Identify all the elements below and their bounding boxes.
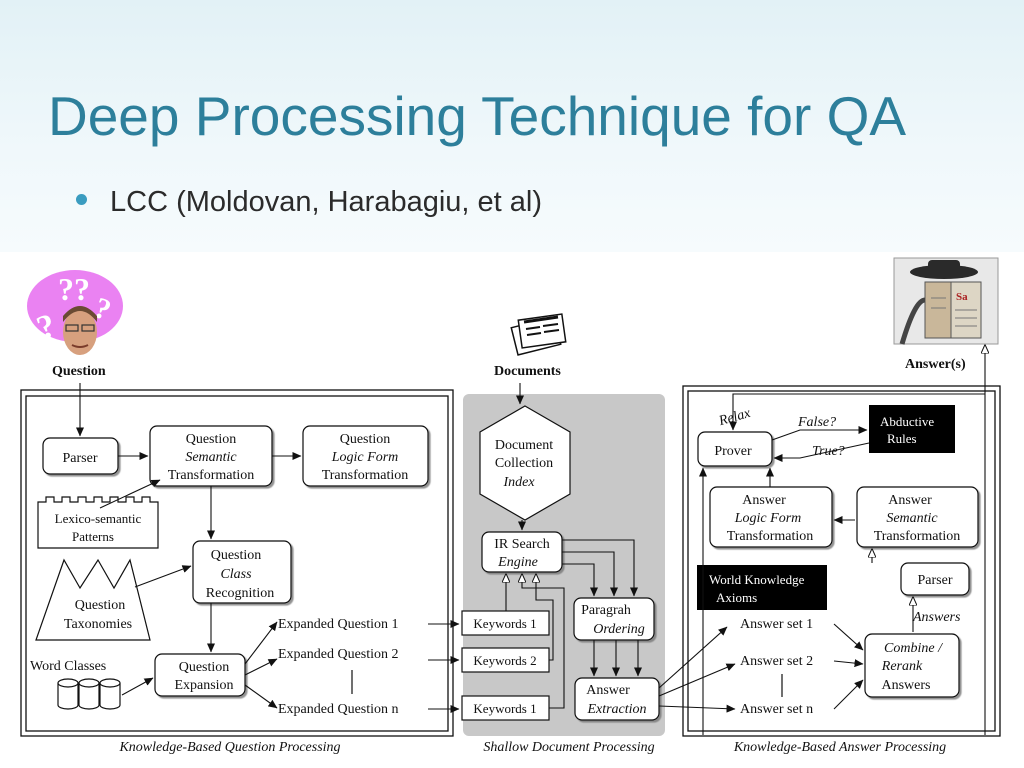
svg-text:Prover: Prover xyxy=(714,444,752,459)
keywords-1-box: Keywords 1 xyxy=(461,610,550,636)
svg-text:Transformation: Transformation xyxy=(322,468,409,483)
question-person-icon: ? ?? ? xyxy=(27,270,123,355)
document-processing-caption: Shallow Document Processing xyxy=(483,740,654,755)
svg-text:Keywords 2: Keywords 2 xyxy=(473,653,536,668)
question-expansion-box: Question Expansion xyxy=(154,653,246,697)
svg-text:Collection: Collection xyxy=(495,456,553,471)
svg-text:Class: Class xyxy=(220,567,252,582)
answer-set-1-label: Answer set 1 xyxy=(740,617,813,632)
svg-text:Keywords 1: Keywords 1 xyxy=(473,616,536,631)
world-knowledge-axioms-box: World Knowledge Axioms xyxy=(697,565,827,610)
svg-text:Transformation: Transformation xyxy=(727,529,814,544)
question-label: Question xyxy=(52,364,106,379)
svg-text:Ordering: Ordering xyxy=(593,622,645,637)
expanded-question-2-label: Expanded Question 2 xyxy=(278,647,399,662)
svg-text:Extraction: Extraction xyxy=(586,702,646,717)
abductive-rules-box: Abductive Rules xyxy=(869,405,955,453)
relax-label: Relax xyxy=(716,406,752,430)
question-logic-form-transformation-box: Question Logic Form Transformation xyxy=(302,425,429,487)
answer-processing-panel xyxy=(682,385,1001,737)
qa-architecture-diagram: ? ?? ? Sa Question Documents Answer(s) xyxy=(20,257,1001,755)
svg-text:Rules: Rules xyxy=(887,431,917,446)
slide-header: Deep Processing Technique for QA LCC (Mo… xyxy=(0,0,1024,252)
expanded-question-n-label: Expanded Question n xyxy=(278,702,399,717)
answers-label: Answer(s) xyxy=(905,357,966,372)
question-taxonomies-shape: Question Taxonomies xyxy=(35,558,151,641)
svg-text:Logic Form: Logic Form xyxy=(331,450,399,465)
expanded-question-1-label: Expanded Question 1 xyxy=(278,617,399,632)
false-label: False? xyxy=(797,415,836,430)
keywords-n-box: Keywords 1 xyxy=(461,695,550,721)
svg-text:Document: Document xyxy=(495,438,553,453)
documents-icon xyxy=(510,313,567,356)
question-processing-caption: Knowledge-Based Question Processing xyxy=(118,740,340,755)
answer-set-2-label: Answer set 2 xyxy=(740,654,813,669)
svg-text:Question: Question xyxy=(211,548,262,563)
answer-extraction-box: Answer Extraction xyxy=(574,677,660,721)
bullet-dot xyxy=(76,194,87,205)
svg-text:Axioms: Axioms xyxy=(716,590,757,605)
keywords-2-box: Keywords 2 xyxy=(461,647,550,673)
svg-text:Sa: Sa xyxy=(956,291,968,303)
prover-box: Prover xyxy=(697,431,773,467)
svg-text:Recognition: Recognition xyxy=(206,586,274,601)
svg-text:Answer: Answer xyxy=(742,493,786,508)
svg-text:Question: Question xyxy=(75,598,126,613)
answer-set-n-label: Answer set n xyxy=(740,702,813,717)
document-flow-arrows xyxy=(506,383,642,709)
paragraph-ordering-box: Paragrah Ordering xyxy=(573,597,655,641)
svg-text:Transformation: Transformation xyxy=(874,529,961,544)
svg-text:IR Search: IR Search xyxy=(494,537,550,552)
svg-text:Answer: Answer xyxy=(888,493,932,508)
svg-text:Engine: Engine xyxy=(497,555,538,570)
question-class-recognition-box: Question Class Recognition xyxy=(192,540,292,604)
svg-text:Rerank: Rerank xyxy=(881,659,923,674)
svg-text:Taxonomies: Taxonomies xyxy=(64,617,132,632)
svg-text:Patterns: Patterns xyxy=(72,529,114,544)
svg-text:Question: Question xyxy=(179,660,230,675)
svg-text:Question: Question xyxy=(186,432,237,447)
slide-title: Deep Processing Technique for QA xyxy=(48,85,907,147)
svg-text:World Knowledge: World Knowledge xyxy=(709,572,805,587)
svg-text:Semantic: Semantic xyxy=(185,450,237,465)
answer-reader-icon: Sa xyxy=(893,257,999,345)
answer-semantic-transformation-box: Answer Semantic Transformation xyxy=(856,486,979,548)
answer-logic-form-transformation-box: Answer Logic Form Transformation xyxy=(709,486,833,548)
svg-text:Lexico-semantic: Lexico-semantic xyxy=(55,511,142,526)
svg-text:Combine /: Combine / xyxy=(884,641,943,656)
question-semantic-transformation-box: Question Semantic Transformation xyxy=(149,425,273,487)
svg-text:Parser: Parser xyxy=(918,573,953,588)
svg-text:Logic Form: Logic Form xyxy=(734,511,802,526)
ir-search-engine-box: IR Search Engine xyxy=(481,531,563,573)
svg-text:??: ?? xyxy=(58,271,90,307)
documents-label: Documents xyxy=(494,364,561,379)
bullet-text: LCC (Moldovan, Harabagiu, et al) xyxy=(110,186,542,218)
svg-text:Paragrah: Paragrah xyxy=(581,603,631,618)
combine-rerank-answers-box: Combine / Rerank Answers xyxy=(864,633,960,698)
svg-text:Semantic: Semantic xyxy=(886,511,938,526)
lexico-semantic-patterns-box: Lexico-semantic Patterns xyxy=(37,496,159,549)
svg-text:Answers: Answers xyxy=(882,678,931,693)
answers-flow-label: Answers xyxy=(912,610,961,625)
svg-text:Expansion: Expansion xyxy=(174,678,233,693)
answer-processing-caption: Knowledge-Based Answer Processing xyxy=(733,740,946,755)
svg-text:Question: Question xyxy=(340,432,391,447)
svg-text:Answer: Answer xyxy=(586,683,630,698)
svg-text:Parser: Parser xyxy=(63,451,98,466)
svg-text:Transformation: Transformation xyxy=(168,468,255,483)
question-processing-panel xyxy=(20,389,454,737)
svg-text:Keywords 1: Keywords 1 xyxy=(473,701,536,716)
parser-box: Parser xyxy=(42,437,119,475)
answer-flow-arrows xyxy=(658,345,985,735)
word-classes-database-icon xyxy=(57,678,121,710)
document-collection-index-hexagon: Document Collection Index xyxy=(479,405,571,521)
answer-parser-box: Parser xyxy=(900,562,970,596)
svg-text:Index: Index xyxy=(502,475,535,490)
question-flow-arrows xyxy=(76,383,460,713)
word-classes-label: Word Classes xyxy=(30,659,106,674)
svg-text:Abductive: Abductive xyxy=(880,414,934,429)
